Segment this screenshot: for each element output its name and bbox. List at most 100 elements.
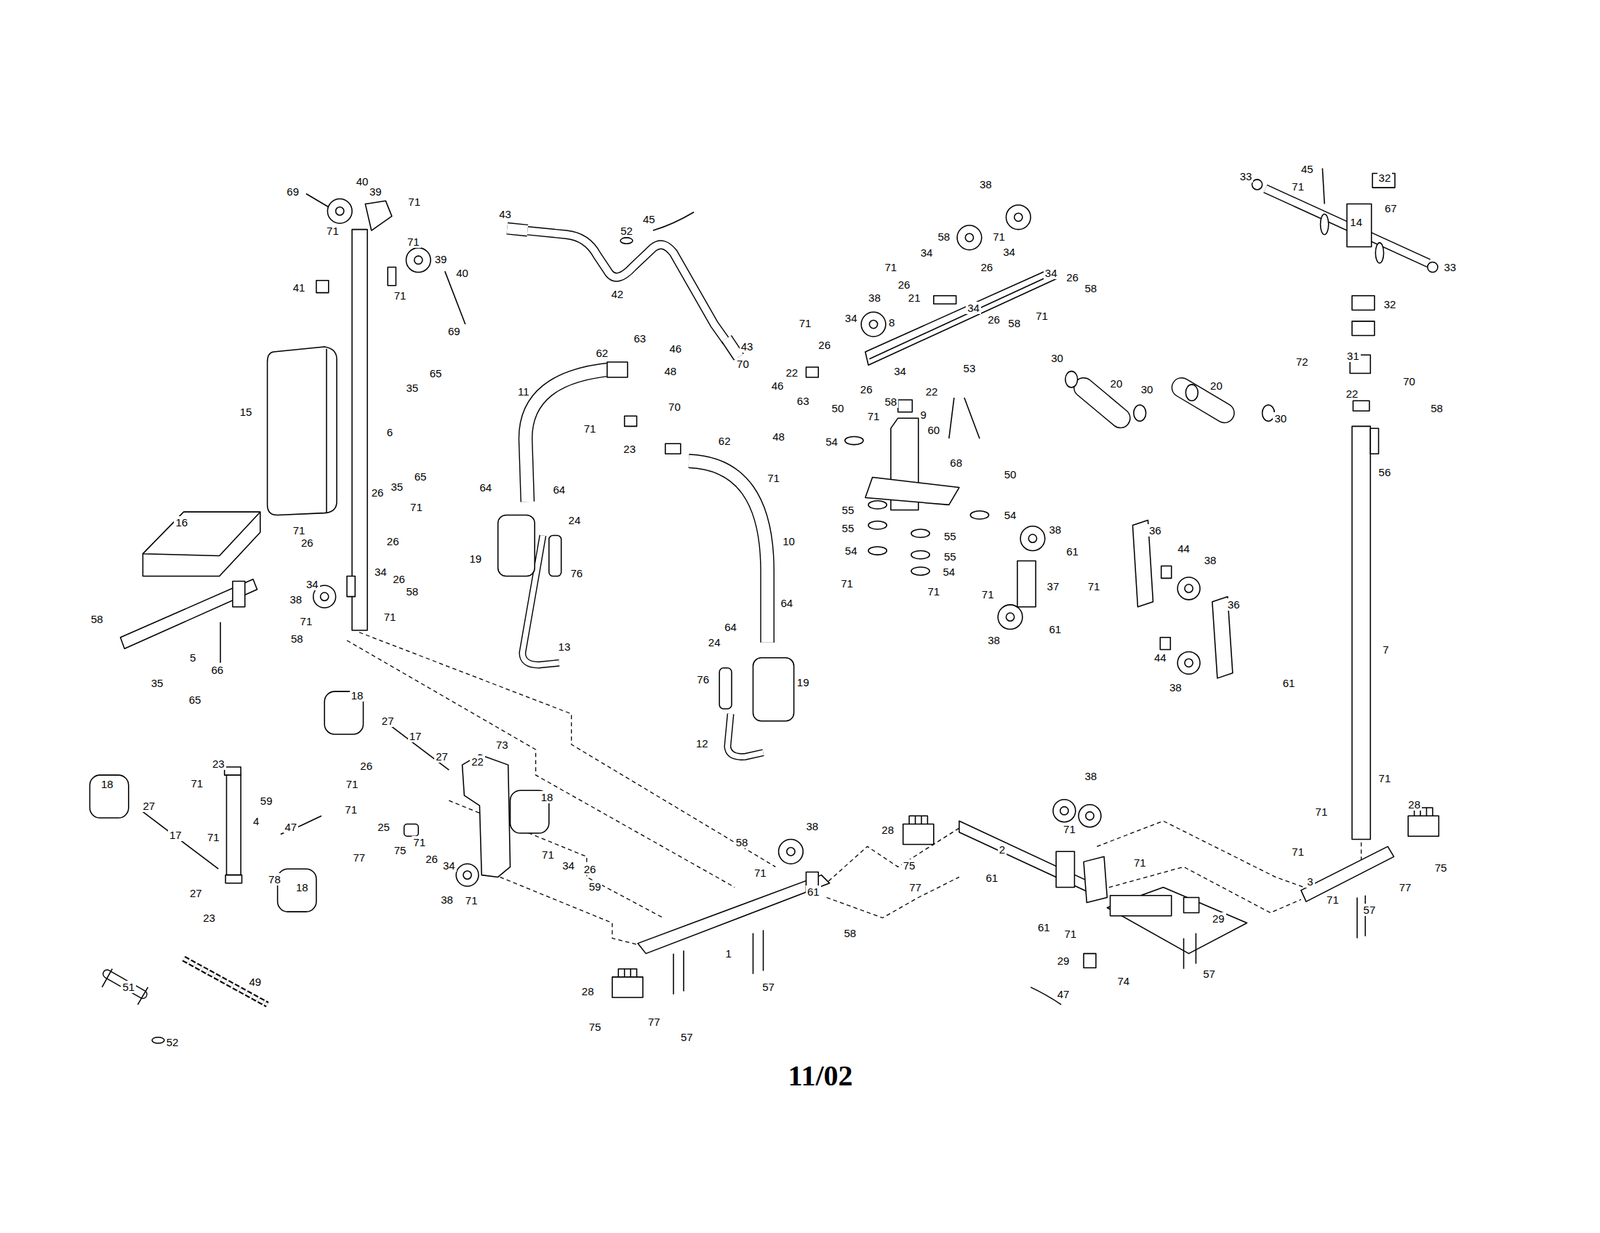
callout-number: 4 [251,815,261,828]
seat-pad [142,512,260,576]
callout-number: 38 [1202,554,1219,567]
arm-pad [498,362,795,722]
base-frame [752,933,755,975]
back-pad [325,349,328,514]
tower-frame [316,280,329,294]
callout-number: 23 [201,912,217,925]
callout-number: 28 [580,985,596,998]
foot [903,824,934,845]
callout-number: 26 [858,383,875,396]
callout-number: 71 [1061,823,1078,836]
foot [618,969,637,978]
press-arm [525,369,613,502]
pulley [1014,213,1023,222]
callout-number: 71 [291,524,307,537]
callout-number: 32 [1382,298,1398,311]
callout-number: 54 [824,435,840,448]
callout-number: 61 [1281,677,1297,690]
callout-number: 34 [965,301,982,315]
callout-number: 63 [795,394,811,408]
leg-roller [1185,384,1198,401]
upright [1375,242,1384,264]
callout-number: 71 [189,777,205,790]
callout-number: 71 [343,803,359,816]
callout-number: 77 [352,851,368,864]
callout-number: 26 [370,486,386,499]
upright [1352,296,1375,311]
curl-bar [506,212,739,358]
cable-accessory [101,816,1062,1044]
callout-number: 71 [406,195,422,208]
callout-number: 49 [247,976,263,989]
callout-number: 24 [706,636,723,649]
pulley-beam [869,273,1055,360]
callout-number: 57 [1362,904,1378,917]
pulley [1060,807,1069,816]
callout-number: 71 [205,831,222,844]
curl-bar [506,228,528,231]
pulley-beam [865,267,1058,366]
callout-number: 70 [1401,375,1417,388]
callout-number: 43 [739,340,755,353]
cable-accessory [101,969,148,1006]
tower-frame [387,267,396,286]
callout-number: 53 [962,362,978,375]
pulley [1078,805,1102,828]
callout-number: 29 [1056,954,1072,968]
arm-pad [549,535,562,576]
callout-number: 35 [404,381,420,395]
callout-number: 76 [695,673,711,686]
callout-number: 23 [621,442,638,456]
callout-number: 48 [662,365,678,378]
callout-number: 27 [380,714,396,728]
callout-number: 21 [906,291,923,304]
alignment-line [1096,821,1304,888]
pulley-beam [845,436,864,445]
foot [909,816,928,824]
pulley [405,248,431,273]
callout-number: 75 [1433,861,1449,875]
callout-number: 71 [540,848,556,862]
callout-number: 38 [288,593,304,606]
callout-number: 26 [358,760,374,773]
pulley [1005,613,1014,622]
callout-number: 11 [516,385,531,398]
callout-number: 45 [1299,162,1315,176]
callout-number: 63 [632,332,648,345]
press-arm [688,461,768,643]
callout-number: 36 [1226,598,1242,611]
pulley [965,233,974,242]
callout-number: 54 [843,544,859,558]
pulley-beam [911,551,930,560]
pulley [1053,800,1076,823]
callout-number: 34 [1001,245,1017,259]
callout-number: 30 [1139,383,1155,396]
callout-number: 61 [984,872,1000,885]
callout-number: 47 [283,821,299,834]
seat-pad [142,512,260,576]
callout-number: 43 [497,208,513,221]
arm-pad [752,658,794,722]
callout-number: 5 [188,651,198,664]
press-arm [688,461,768,643]
callout-number: 71 [1062,928,1078,941]
callout-number: 31 [1345,349,1361,363]
callout-number: 15 [238,405,254,419]
pulley [1184,584,1193,593]
cable-accessory [280,816,322,835]
callout-number: 76 [568,567,584,580]
cable-accessory [106,974,143,995]
callout-number: 58 [89,613,105,626]
callout-number: 50 [830,402,846,415]
pulley-beam [868,546,887,555]
callout-number: 22 [784,366,800,379]
callout-number: 65 [413,470,429,483]
callout-number: 26 [385,535,401,548]
callout-number: 26 [299,536,315,550]
callout-number: 54 [941,565,958,579]
callout-number: 27 [141,800,158,813]
callout-number: 19 [795,676,811,689]
callout-number: 27 [434,750,450,763]
callout-number: 26 [582,863,598,876]
callout-number: 71 [582,422,598,435]
